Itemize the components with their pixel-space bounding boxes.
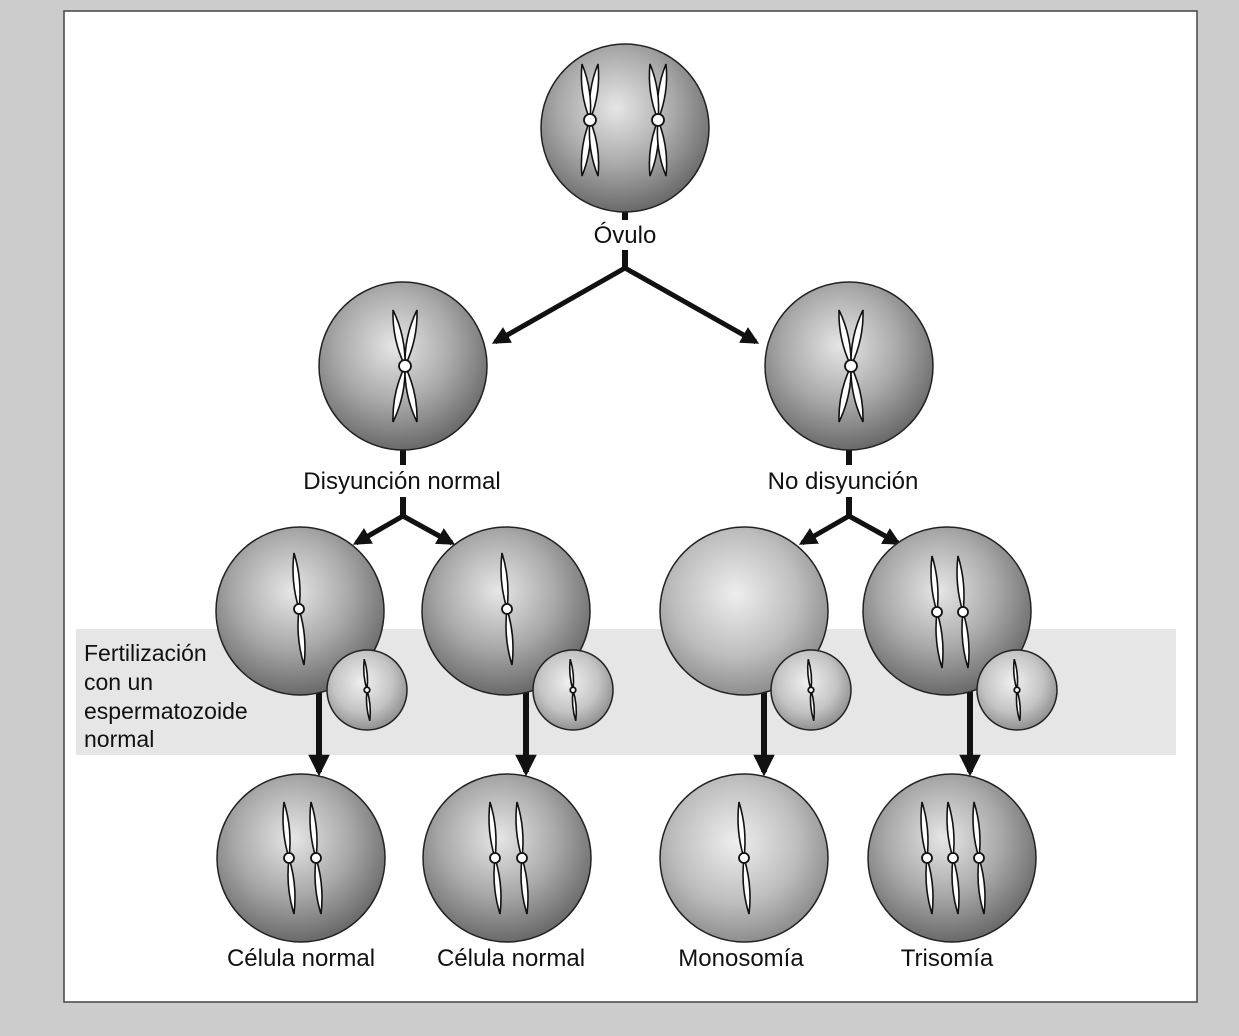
celula-normal-label-2: Célula normal xyxy=(437,945,585,972)
zygote-cell-normal-2 xyxy=(423,774,591,942)
monosomia-label: Monosomía xyxy=(678,945,804,972)
centromere xyxy=(739,853,749,863)
centromere xyxy=(652,114,664,126)
centromere xyxy=(294,604,304,614)
centromere xyxy=(490,853,500,863)
fertilizacion-line-1: Fertilización xyxy=(84,640,207,666)
centromere xyxy=(284,853,294,863)
centromere xyxy=(922,853,932,863)
centromere xyxy=(1014,687,1020,693)
centromere xyxy=(958,607,968,617)
centromere xyxy=(808,687,814,693)
disyuncion-normal-label: Disyunción normal xyxy=(303,468,500,495)
centromere xyxy=(932,607,942,617)
centromere xyxy=(517,853,527,863)
trisomia-label: Trisomía xyxy=(901,945,994,972)
celula-normal-label-1: Célula normal xyxy=(227,945,375,972)
centromere xyxy=(570,687,576,693)
fertilizacion-line-4: normal xyxy=(84,726,154,752)
ovule-cell xyxy=(541,44,709,212)
centromere xyxy=(399,360,411,372)
centromere xyxy=(311,853,321,863)
centromere xyxy=(584,114,596,126)
centromere xyxy=(845,360,857,372)
fertilizacion-line-3: espermatozoide xyxy=(84,698,248,724)
centromere xyxy=(502,604,512,614)
centromere xyxy=(948,853,958,863)
no-disyuncion-label: No disyunción xyxy=(768,468,919,495)
centromere xyxy=(364,687,370,693)
centromere xyxy=(974,853,984,863)
ovulo-label: Óvulo xyxy=(594,222,657,249)
zygote-cell-normal-1 xyxy=(217,774,385,942)
fertilizacion-line-2: con un xyxy=(84,669,153,695)
